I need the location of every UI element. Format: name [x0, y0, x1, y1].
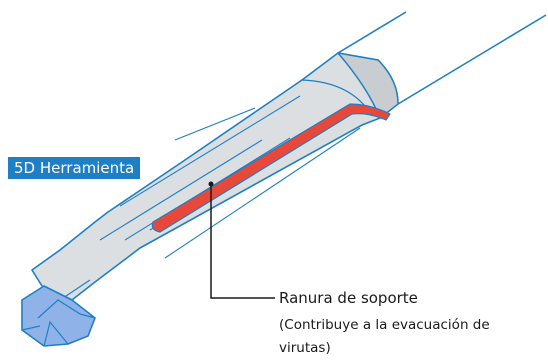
shank-line-lower [397, 14, 547, 105]
flute-line-6 [174, 107, 256, 141]
tip-edge-2 [43, 320, 69, 347]
callout: Ranura de soporte (Contribuye a la evacu… [279, 288, 539, 360]
flute-line-1 [119, 95, 301, 207]
drill-neck [337, 52, 399, 119]
callout-title: Ranura de soporte [279, 289, 418, 307]
tip-edge-1 [37, 299, 81, 319]
shank-line-upper [337, 11, 407, 54]
tip-edge-4 [79, 313, 96, 319]
callout-description: (Contribuye a la evacuación de virutas) [279, 317, 490, 356]
tip-edge-3 [21, 325, 41, 331]
cutting-tip [21, 285, 96, 347]
tool-label-badge: 5D Herramienta [8, 157, 141, 179]
flute-line-5 [164, 127, 361, 259]
flute-line-2 [99, 139, 263, 241]
leader-line [210, 184, 275, 299]
